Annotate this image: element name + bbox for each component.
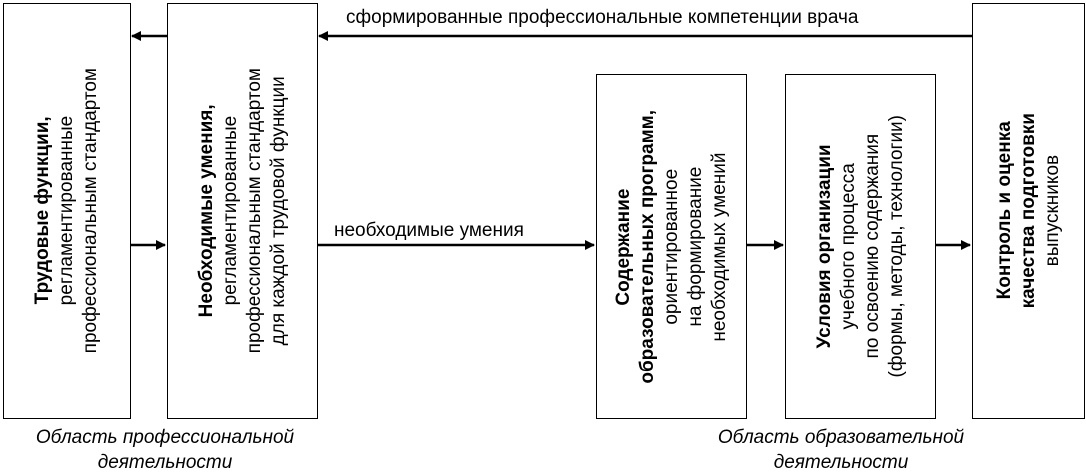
box-line: профессиональным стандартом — [80, 68, 101, 354]
caption-line: деятельности — [773, 452, 909, 473]
box-line: профессиональным стандартом — [243, 68, 265, 354]
box-title: Контроль и оценка — [993, 121, 1015, 301]
box-title: образовательных программ, — [636, 109, 658, 384]
box-title: Трудовые функции, — [32, 117, 53, 305]
box-line: регламентированные — [219, 116, 241, 306]
box-line: на формирование — [684, 166, 706, 327]
caption-line: Область профессиональной — [35, 427, 295, 448]
box-line: выпускников — [1041, 155, 1063, 267]
box-program-content: Содержание образовательных программ, ори… — [596, 74, 747, 419]
box-title: Необходимые умения, — [195, 104, 217, 318]
caption-line: деятельности — [97, 452, 233, 473]
caption-educational-area: Область образовательной деятельности — [676, 425, 1006, 475]
box-quality-control: Контроль и оценка качества подготовки вы… — [972, 3, 1085, 419]
box-line: необходимых умений — [708, 151, 730, 342]
box-title: Условия организации — [813, 144, 835, 349]
caption-professional-area: Область профессиональной деятельности — [0, 425, 330, 475]
box-line: для каждой трудовой функции — [267, 76, 289, 346]
box-line: учебного процесса — [837, 163, 859, 330]
box-labor-functions: Трудовые функции, регламентированные про… — [3, 3, 131, 419]
box-learning-conditions: Условия организации учебного процесса по… — [785, 74, 936, 419]
box-line: (формы, методы, технологии) — [885, 115, 907, 378]
box-line: ориентированное — [660, 168, 682, 325]
box-line: регламентированные — [56, 116, 77, 306]
caption-line: Область образовательной — [717, 427, 965, 448]
skills-arrow-label: необходимые умения — [334, 220, 524, 241]
box-required-skills: Необходимые умения, регламентированные п… — [167, 3, 318, 419]
box-line: по освоению содержания — [861, 134, 883, 359]
feedback-arrow-label: сформированные профессиональные компетен… — [346, 7, 859, 28]
box-title: качества подготовки — [1017, 113, 1039, 309]
box-title: Содержание — [612, 187, 634, 306]
